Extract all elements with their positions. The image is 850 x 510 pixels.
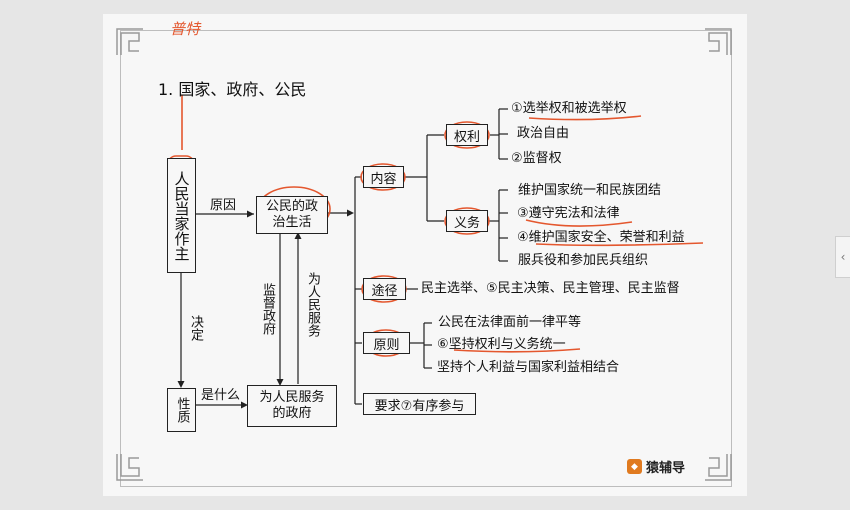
political-life-node: 公民的政治生活 [256,196,328,234]
duty-item: ④维护国家安全、荣誉和利益 [517,230,685,245]
slide-frame [120,30,732,487]
section-title: 1. 国家、政府、公民 [158,80,307,99]
brand-logo: ◆ 猿辅导 [627,457,685,476]
nature-label: 性质 [174,397,190,423]
corner-ornament-icon [116,454,143,481]
duty-item: 维护国家统一和民族团结 [518,183,662,198]
principle-item: ⑥坚持权利与义务统一 [437,337,566,352]
what-is-label: 是什么 [201,388,241,403]
govt-node: 为人民服务的政府 [247,385,337,427]
path-node: 途径 [363,278,406,300]
handwritten-note: 普特 [170,20,201,38]
people-label: 人民当家作主 [172,170,191,261]
duty-item: 服兵役和参加民兵组织 [518,253,649,268]
side-panel-toggle[interactable]: ‹ [835,236,850,278]
requirement-node: 要求⑦有序参与 [363,393,476,415]
path-text: 民主选举、⑤民主决策、民主管理、民主监督 [421,281,680,296]
requirement-label: 要求⑦有序参与 [374,398,465,414]
corner-ornament-icon [116,28,143,55]
slide [103,14,747,496]
duties-label: 义务 [453,215,480,231]
duties-node: 义务 [446,210,488,232]
cause-label: 原因 [210,198,237,213]
serve-label: 为人民服务 [305,272,320,337]
rights-item: 政治自由 [517,126,570,141]
duty-item: ③遵守宪法和法律 [517,206,620,221]
brand-logo-icon: ◆ [627,459,642,474]
decide-label: 决定 [188,315,203,341]
chevron-left-icon: ‹ [840,250,846,264]
rights-node: 权利 [446,124,488,146]
principle-item: 坚持个人利益与国家利益相结合 [437,360,620,375]
content-node: 内容 [363,166,404,188]
political-life-label: 公民的政治生活 [265,199,318,230]
people-node: 人民当家作主 [167,158,196,273]
rights-item: ①选举权和被选举权 [511,101,627,116]
content-label: 内容 [370,171,397,187]
rights-item: ②监督权 [511,151,562,166]
principle-node: 原则 [363,332,410,354]
nature-node: 性质 [167,388,196,432]
corner-ornament-icon [705,454,732,481]
govt-label: 为人民服务的政府 [259,390,325,421]
brand-name: 猿辅导 [646,461,686,476]
corner-ornament-icon [705,28,732,55]
rights-label: 权利 [453,129,480,145]
principle-item: 公民在法律面前一律平等 [438,315,582,330]
principle-label: 原则 [373,337,400,353]
path-label: 途径 [371,283,398,299]
supervise-label: 监督政府 [260,283,275,335]
